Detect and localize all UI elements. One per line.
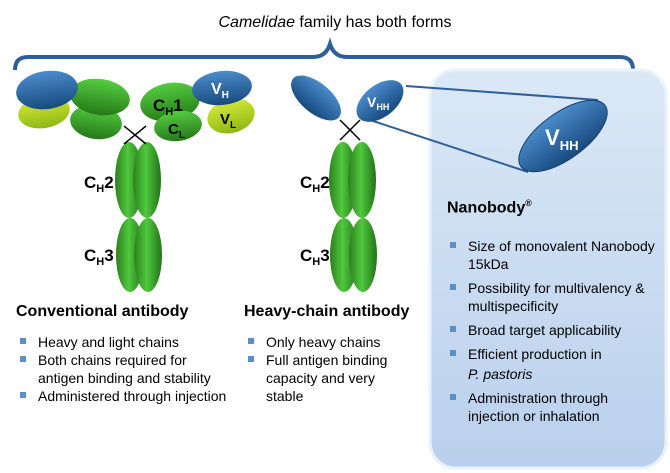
nanobody-reg-mark: ® (525, 198, 532, 208)
conv-ch2-right (133, 142, 161, 218)
list-item: Full antigen binding capacity and very s… (248, 351, 413, 405)
svg-text:CH1: CH1 (153, 96, 183, 118)
conv-ch1-num: 1 (173, 96, 182, 115)
conv-vl-sub: L (230, 120, 236, 131)
hc-ch3-right (349, 218, 377, 292)
conv-left-vh (16, 70, 78, 110)
list-item: Heavy and light chains (20, 333, 230, 351)
heavy-chain-heading: Heavy-chain antibody (244, 303, 410, 320)
top-caption-italic: Camelidae (218, 14, 295, 31)
conv-right-vh (192, 70, 252, 106)
list-item: Administration through injection or inha… (450, 389, 655, 425)
nanobody-heading-text: Nanobody (447, 199, 526, 217)
zoom-line-top (405, 85, 599, 101)
conv-ch3-right (134, 218, 162, 292)
svg-text:CH3: CH3 (300, 246, 330, 268)
nanobody-panel (428, 68, 668, 470)
heavy-chain-antibody (291, 75, 404, 292)
conv-cl-sub: L (179, 130, 185, 141)
conv-ch3-num: 3 (104, 246, 113, 265)
list-item: Broad target applicability (450, 321, 655, 339)
hc-vhh-sub: HH (376, 102, 389, 112)
conventional-heading: Conventional antibody (16, 303, 189, 320)
hc-ch3-num: 3 (320, 246, 329, 265)
family-bracket (13, 37, 635, 71)
conv-left-ch1 (70, 78, 130, 116)
conv-right-cl (154, 110, 202, 142)
hc-left-vhh (291, 75, 341, 121)
list-item: Both chains required for antigen binding… (20, 351, 230, 387)
list-item: Size of monovalent Nanobody 15kDa (450, 237, 655, 273)
svg-text:CH2: CH2 (84, 173, 114, 195)
nanobody-vhh-domain (518, 99, 608, 173)
nanobody-heading: Nanobody® (447, 198, 532, 217)
heavy-chain-bullets: Only heavy chains Full antigen binding c… (248, 333, 413, 405)
nanobody-bullets: Size of monovalent Nanobody 15kDa Possib… (450, 237, 655, 431)
list-item-continuation: P. pastoris (468, 366, 533, 382)
conventional-antibody (16, 70, 255, 292)
svg-text:CH2: CH2 (300, 173, 330, 195)
conv-ch2-num: 2 (104, 173, 113, 192)
conv-vh-sub: H (222, 90, 229, 101)
conventional-bullets: Heavy and light chains Both chains requi… (20, 333, 230, 405)
zoom-line-bottom (369, 119, 529, 173)
conv-right-vl (207, 98, 255, 134)
list-item: Efficient production in (450, 345, 655, 363)
top-caption-rest: family has both forms (294, 14, 452, 31)
svg-text:CH3: CH3 (84, 246, 114, 268)
top-caption: Camelidae family has both forms (0, 14, 670, 32)
nanobody-vhh-sub: HH (560, 138, 579, 153)
list-item: Possibility for multivalency & multispec… (450, 279, 655, 315)
hc-right-vhh (356, 80, 404, 122)
hc-ch2-right (348, 142, 376, 218)
hc-ch2-num: 2 (320, 173, 329, 192)
list-item: Only heavy chains (248, 333, 413, 351)
list-item: Administered through injection (20, 387, 230, 405)
